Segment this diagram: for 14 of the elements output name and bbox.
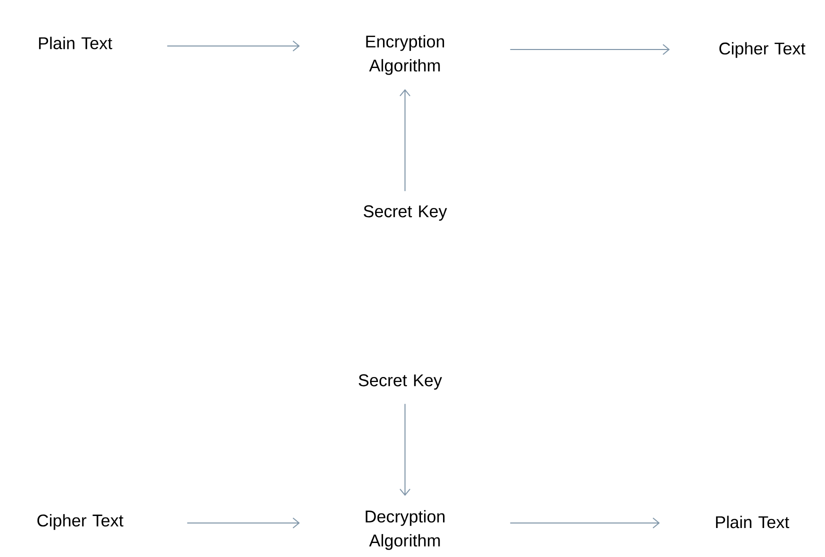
arrow <box>166 40 300 52</box>
arrow <box>400 403 410 496</box>
label-text: Plain Text <box>716 516 790 528</box>
label-text: Plain Text <box>39 36 112 50</box>
label-text: Decryption Algorithm <box>366 510 444 550</box>
arrow <box>510 44 670 55</box>
label-text: Secret Key <box>364 205 447 221</box>
label-text: Secret Key <box>358 374 442 390</box>
arrow <box>186 517 300 528</box>
label-text: Cipher Text <box>719 42 806 58</box>
label-text: Cipher Text <box>37 514 124 530</box>
label-text: Encryption Algorithm <box>366 35 444 75</box>
arrow <box>510 517 660 528</box>
arrow <box>400 89 410 192</box>
